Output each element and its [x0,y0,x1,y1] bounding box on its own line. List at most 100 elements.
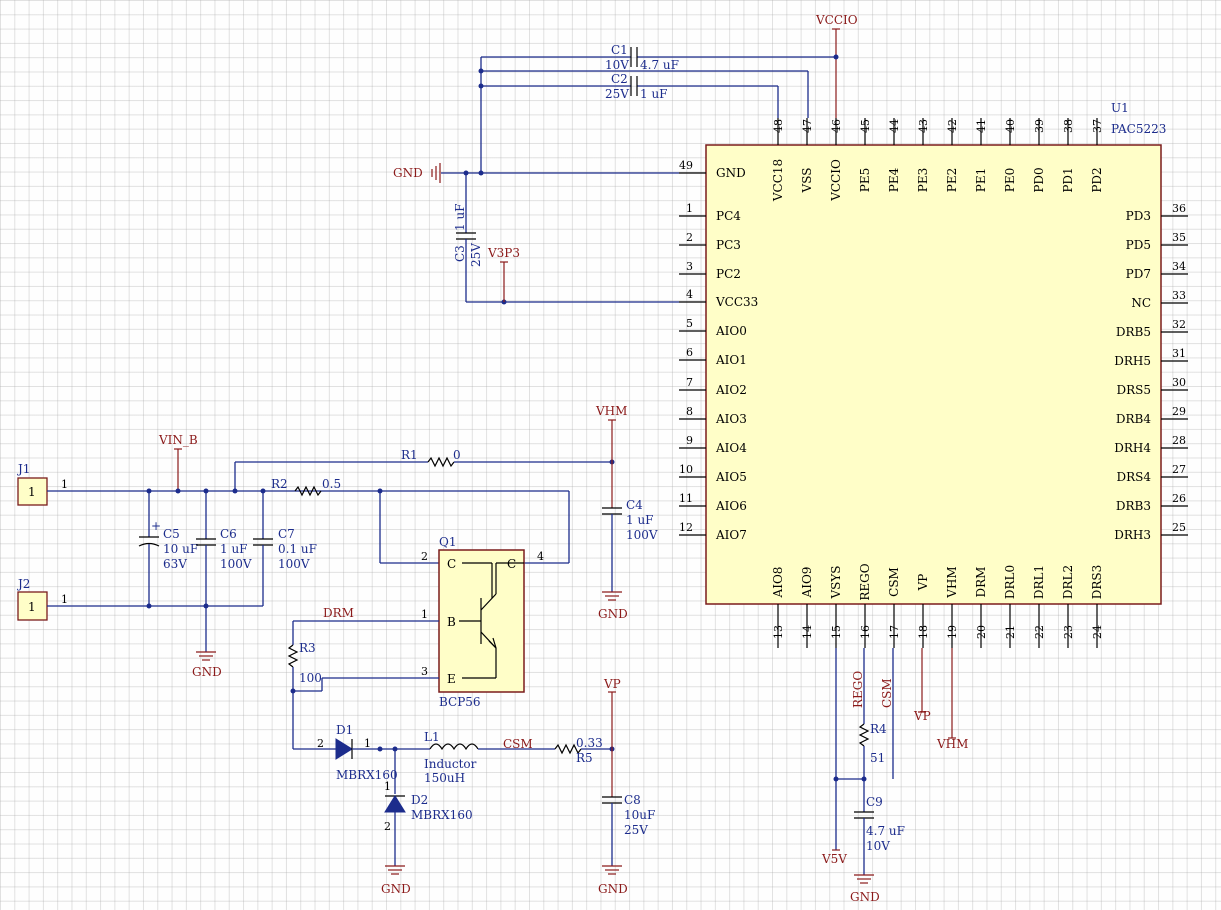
c5-value: 10 uF [163,542,198,556]
ic-pin-name: VSS [800,168,814,194]
r5-body [554,743,582,755]
d1-designator: D1 [336,723,353,737]
net-rego-v: REGO [851,671,865,708]
ic-pin-name: VCCIO [829,159,843,202]
q1-num-c2: 4 [537,550,544,563]
ic-pin-number: 4 [686,288,693,301]
ic-pin-name: VP [916,574,930,592]
net-vccio: VCCIO [815,13,858,27]
ic-pin-name: AIO2 [715,383,747,397]
ic-pins: 48VCC1847VSS46VCCIO45PE544PE443PE342PE24… [679,118,1188,648]
ic-pin-name: PD7 [1126,267,1151,281]
c2-voltage: 25V [605,87,629,101]
c2-designator: C2 [611,72,628,86]
net-vin-b: VIN_B [158,433,198,447]
q1-int-coll [480,593,497,611]
ic-pin-number: 2 [686,231,693,244]
ic-pin-number: 14 [801,625,814,639]
ic-pin-number: 44 [888,119,901,133]
ic-pin-name: PE0 [1003,168,1017,192]
l1-designator: L1 [424,730,440,744]
ic-pin-name: AIO4 [715,441,747,455]
ic-pin-number: 43 [917,119,930,133]
l1-value: 150uH [424,771,465,785]
input-section: 1 J1 1 1 J2 1 VIN_B + C5 10 uF 63V C [16,404,658,679]
d2-designator: D2 [411,793,428,807]
ic-pin-number: 9 [686,434,693,447]
top-decoupling: VCCIO C1 10V 4.7 uF C2 25V 1 uF GND [393,13,858,305]
d2-part: MBRX160 [411,808,473,822]
ic-pin-number: 18 [917,625,930,639]
ic-pin-number: 23 [1062,625,1075,639]
c1-voltage: 10V [605,58,629,72]
q1-num-c: 2 [421,550,428,563]
c9-designator: C9 [866,795,883,809]
l1-type: Inductor [424,757,477,771]
ic-pin-name: PE5 [858,168,872,192]
ic-pin-number: 26 [1172,492,1186,505]
ic-pin-name: PE2 [945,168,959,192]
r2-body [294,485,322,497]
c9-value: 4.7 uF [866,824,905,838]
net-csm-v: CSM [880,678,894,708]
ic-pin-number: 34 [1172,260,1186,273]
ic-pin-name: DRL0 [1003,565,1017,599]
r1-designator: R1 [401,448,418,462]
c4-value: 1 uF [626,513,654,527]
c5-designator: C5 [163,527,180,541]
regulator-section: R3 100 2 1 D1 MBRX160 1 2 D2 MBRX160 GND… [287,621,655,896]
ic-pin-name: DRB3 [1116,499,1151,513]
q1-num-b: 1 [421,608,428,621]
net-gnd-c5: GND [192,665,222,679]
junction [175,488,181,494]
junction [861,776,867,782]
ic-pin-number: 3 [686,260,693,273]
d1-pin2: 2 [317,737,324,750]
ic-pin-name: PE1 [974,168,988,192]
r3-designator: R3 [299,641,316,655]
ic-pin-name: AIO3 [715,412,747,426]
ic-designator: U1 [1111,101,1129,115]
junction [833,54,839,60]
d1-part: MBRX160 [336,768,398,782]
c7-voltage: 100V [278,557,310,571]
c7-value: 0.1 uF [278,542,317,556]
ic-pin-name: PD3 [1126,209,1151,223]
c3-designator: C3 [453,245,467,262]
ic-pin-name: PC2 [716,267,741,281]
ic-pin-name: CSM [887,567,901,597]
c3-voltage: 25V [469,243,483,267]
r5-value: 0.33 [576,736,603,750]
junction [478,170,484,176]
ic-pin-number: 22 [1033,625,1046,639]
ic-pin-name: AIO9 [800,567,814,599]
r4-designator: R4 [870,722,887,736]
ic-pin-name: DRH3 [1114,528,1151,542]
ic-pin-name: DRH4 [1114,441,1151,455]
ic-pin-name: GND [716,166,746,180]
c5-voltage: 63V [163,557,187,571]
ic-pin-number: 41 [975,119,988,133]
j2-pin-label: 1 [28,600,36,614]
ic-pin-name: PD0 [1032,167,1046,192]
net-vp-top: VP [603,677,621,691]
ic-pin-number: 48 [772,119,785,133]
ic-pin-number: 46 [830,119,843,133]
ic-pin-number: 15 [830,625,843,639]
ic-pin-name: PC3 [716,238,741,252]
ic-pin-number: 30 [1172,376,1186,389]
junction [203,603,209,609]
d1-body [335,738,353,760]
c9-voltage: 10V [866,839,890,853]
ic-pin-name: AIO1 [715,353,747,367]
ic-pin-name: VHM [945,566,959,598]
c4-designator: C4 [626,498,643,512]
ic-pin-name: DRM [974,567,988,598]
c2-value: 1 uF [640,87,668,101]
d1-pin1: 1 [364,737,371,750]
net-gnd-c9: GND [850,890,880,904]
ic-pin-name: PE4 [887,167,901,192]
j1-designator: J1 [16,462,30,476]
ic-pin-name: PD5 [1126,238,1151,252]
c5-plus: + [151,519,161,533]
